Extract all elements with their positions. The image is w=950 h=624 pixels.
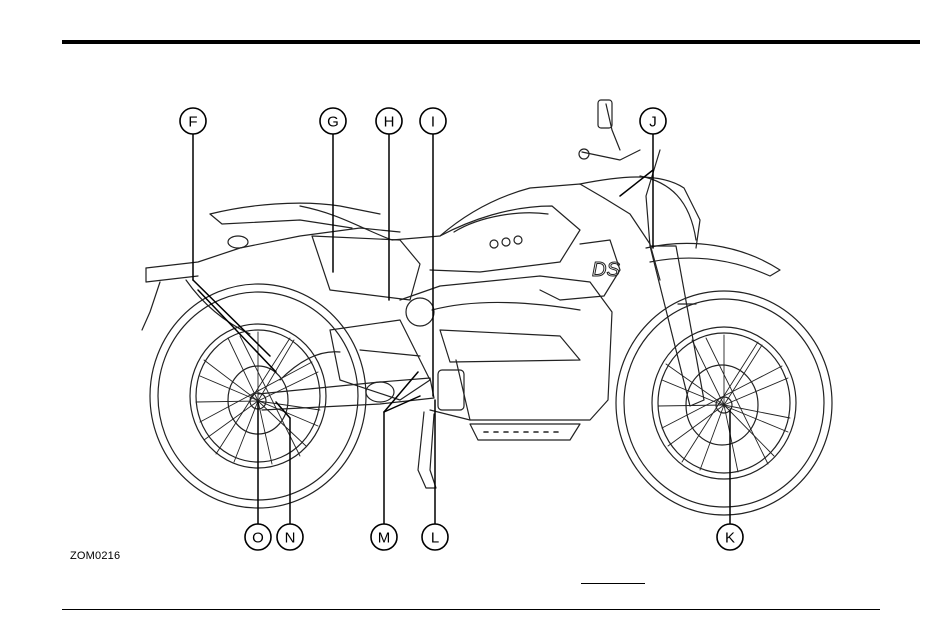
seat-and-tank: DS [300,177,700,300]
frame [330,276,612,420]
front-wheel [616,291,832,515]
callouts [180,108,743,550]
callout-j: J [649,114,657,131]
leader-lines [193,134,730,524]
svg-text:DS: DS [592,259,620,281]
front-fork [579,100,704,406]
belly-pan [470,424,580,440]
callout-o: O [252,530,264,547]
callout-m: M [378,530,391,547]
kickstand [418,412,436,488]
figure-code: ZOM0216 [70,550,120,562]
rear-fender [142,203,400,334]
callout-f: F [188,114,197,131]
callout-i: I [431,114,435,131]
callout-k: K [725,530,735,547]
callout-l: L [431,530,439,547]
callout-g: G [327,114,339,131]
short-rule [581,583,645,584]
callout-h: H [384,114,395,131]
front-fender [646,243,780,276]
footer-rule [62,609,880,610]
callout-n: N [285,530,296,547]
